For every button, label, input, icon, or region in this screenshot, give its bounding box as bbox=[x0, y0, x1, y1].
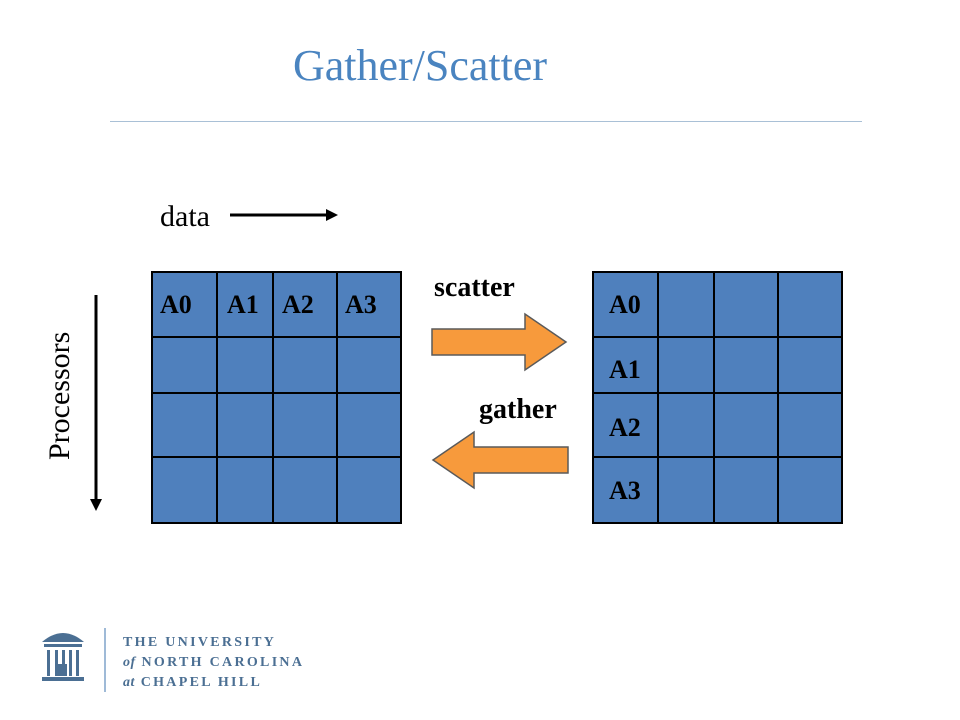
left-cell-r1-c2 bbox=[272, 336, 338, 394]
slide-title: Gather/Scatter bbox=[0, 40, 840, 91]
unc-line-3-text: CHAPEL HILL bbox=[140, 675, 263, 690]
right-cell-r0-c2 bbox=[713, 271, 779, 338]
left-cell-label: A0 bbox=[160, 289, 192, 319]
processors-axis-label: Processors bbox=[43, 331, 76, 460]
right-cell-r2-c0: A2 bbox=[592, 392, 659, 458]
left-cell-label: A2 bbox=[282, 289, 314, 319]
right-cell-r3-c1 bbox=[657, 456, 715, 524]
right-cell-r1-c0: A1 bbox=[592, 336, 659, 394]
left-cell-label: A1 bbox=[227, 289, 259, 319]
right-cell-label: A0 bbox=[609, 289, 641, 319]
left-cell-r3-c3 bbox=[336, 456, 402, 524]
right-cell-label: A2 bbox=[609, 413, 641, 443]
footer-divider bbox=[104, 628, 106, 692]
unc-line-2-prefix: of bbox=[123, 655, 136, 670]
right-cell-r3-c3 bbox=[777, 456, 843, 524]
right-cell-r1-c3 bbox=[777, 336, 843, 394]
left-cell-r1-c0 bbox=[151, 336, 218, 394]
left-cell-r1-c3 bbox=[336, 336, 402, 394]
title-divider bbox=[110, 121, 862, 122]
right-cell-r2-c3 bbox=[777, 392, 843, 458]
unc-line-3-prefix: at bbox=[123, 675, 135, 690]
right-cell-r1-c1 bbox=[657, 336, 715, 394]
gather-arrow bbox=[431, 430, 569, 490]
right-cell-r2-c2 bbox=[713, 392, 779, 458]
left-cell-r0-c3: A3 bbox=[336, 271, 402, 338]
right-cell-r2-c1 bbox=[657, 392, 715, 458]
right-data-grid: A0 A1 A2 A3 bbox=[592, 271, 843, 524]
left-cell-r2-c2 bbox=[272, 392, 338, 458]
right-cell-label: A1 bbox=[609, 355, 641, 385]
left-cell-r2-c3 bbox=[336, 392, 402, 458]
unc-line-3: at CHAPEL HILL bbox=[123, 675, 262, 691]
left-cell-r2-c0 bbox=[151, 392, 218, 458]
scatter-label: scatter bbox=[434, 272, 515, 303]
left-cell-r3-c2 bbox=[272, 456, 338, 524]
right-cell-r3-c2 bbox=[713, 456, 779, 524]
unc-line-2-text: NORTH CAROLINA bbox=[141, 655, 305, 670]
scatter-arrow bbox=[431, 312, 568, 372]
left-data-grid: A0 A1 A2 A3 bbox=[151, 271, 402, 524]
left-cell-r0-c2: A2 bbox=[272, 271, 338, 338]
unc-line-1: THE UNIVERSITY bbox=[123, 635, 276, 651]
left-cell-r3-c1 bbox=[216, 456, 274, 524]
left-cell-r1-c1 bbox=[216, 336, 274, 394]
right-cell-r0-c3 bbox=[777, 271, 843, 338]
left-cell-r3-c0 bbox=[151, 456, 218, 524]
old-well-logo bbox=[42, 633, 84, 681]
right-cell-r1-c2 bbox=[713, 336, 779, 394]
left-cell-label: A3 bbox=[345, 289, 377, 319]
slide-title-text: Gather/Scatter bbox=[292, 41, 548, 90]
right-cell-r3-c0: A3 bbox=[592, 456, 659, 524]
unc-line-2: of NORTH CAROLINA bbox=[123, 655, 304, 671]
gather-label: gather bbox=[479, 394, 557, 425]
data-axis-label: data bbox=[160, 200, 210, 233]
right-cell-r0-c0: A0 bbox=[592, 271, 659, 338]
right-cell-label: A3 bbox=[609, 476, 641, 506]
processors-direction-arrow bbox=[90, 295, 102, 511]
left-cell-r0-c1: A1 bbox=[216, 271, 274, 338]
unc-line-1-text: THE UNIVERSITY bbox=[123, 635, 277, 650]
right-cell-r0-c1 bbox=[657, 271, 715, 338]
left-cell-r0-c0: A0 bbox=[151, 271, 218, 338]
data-direction-arrow bbox=[230, 209, 338, 221]
left-cell-r2-c1 bbox=[216, 392, 274, 458]
